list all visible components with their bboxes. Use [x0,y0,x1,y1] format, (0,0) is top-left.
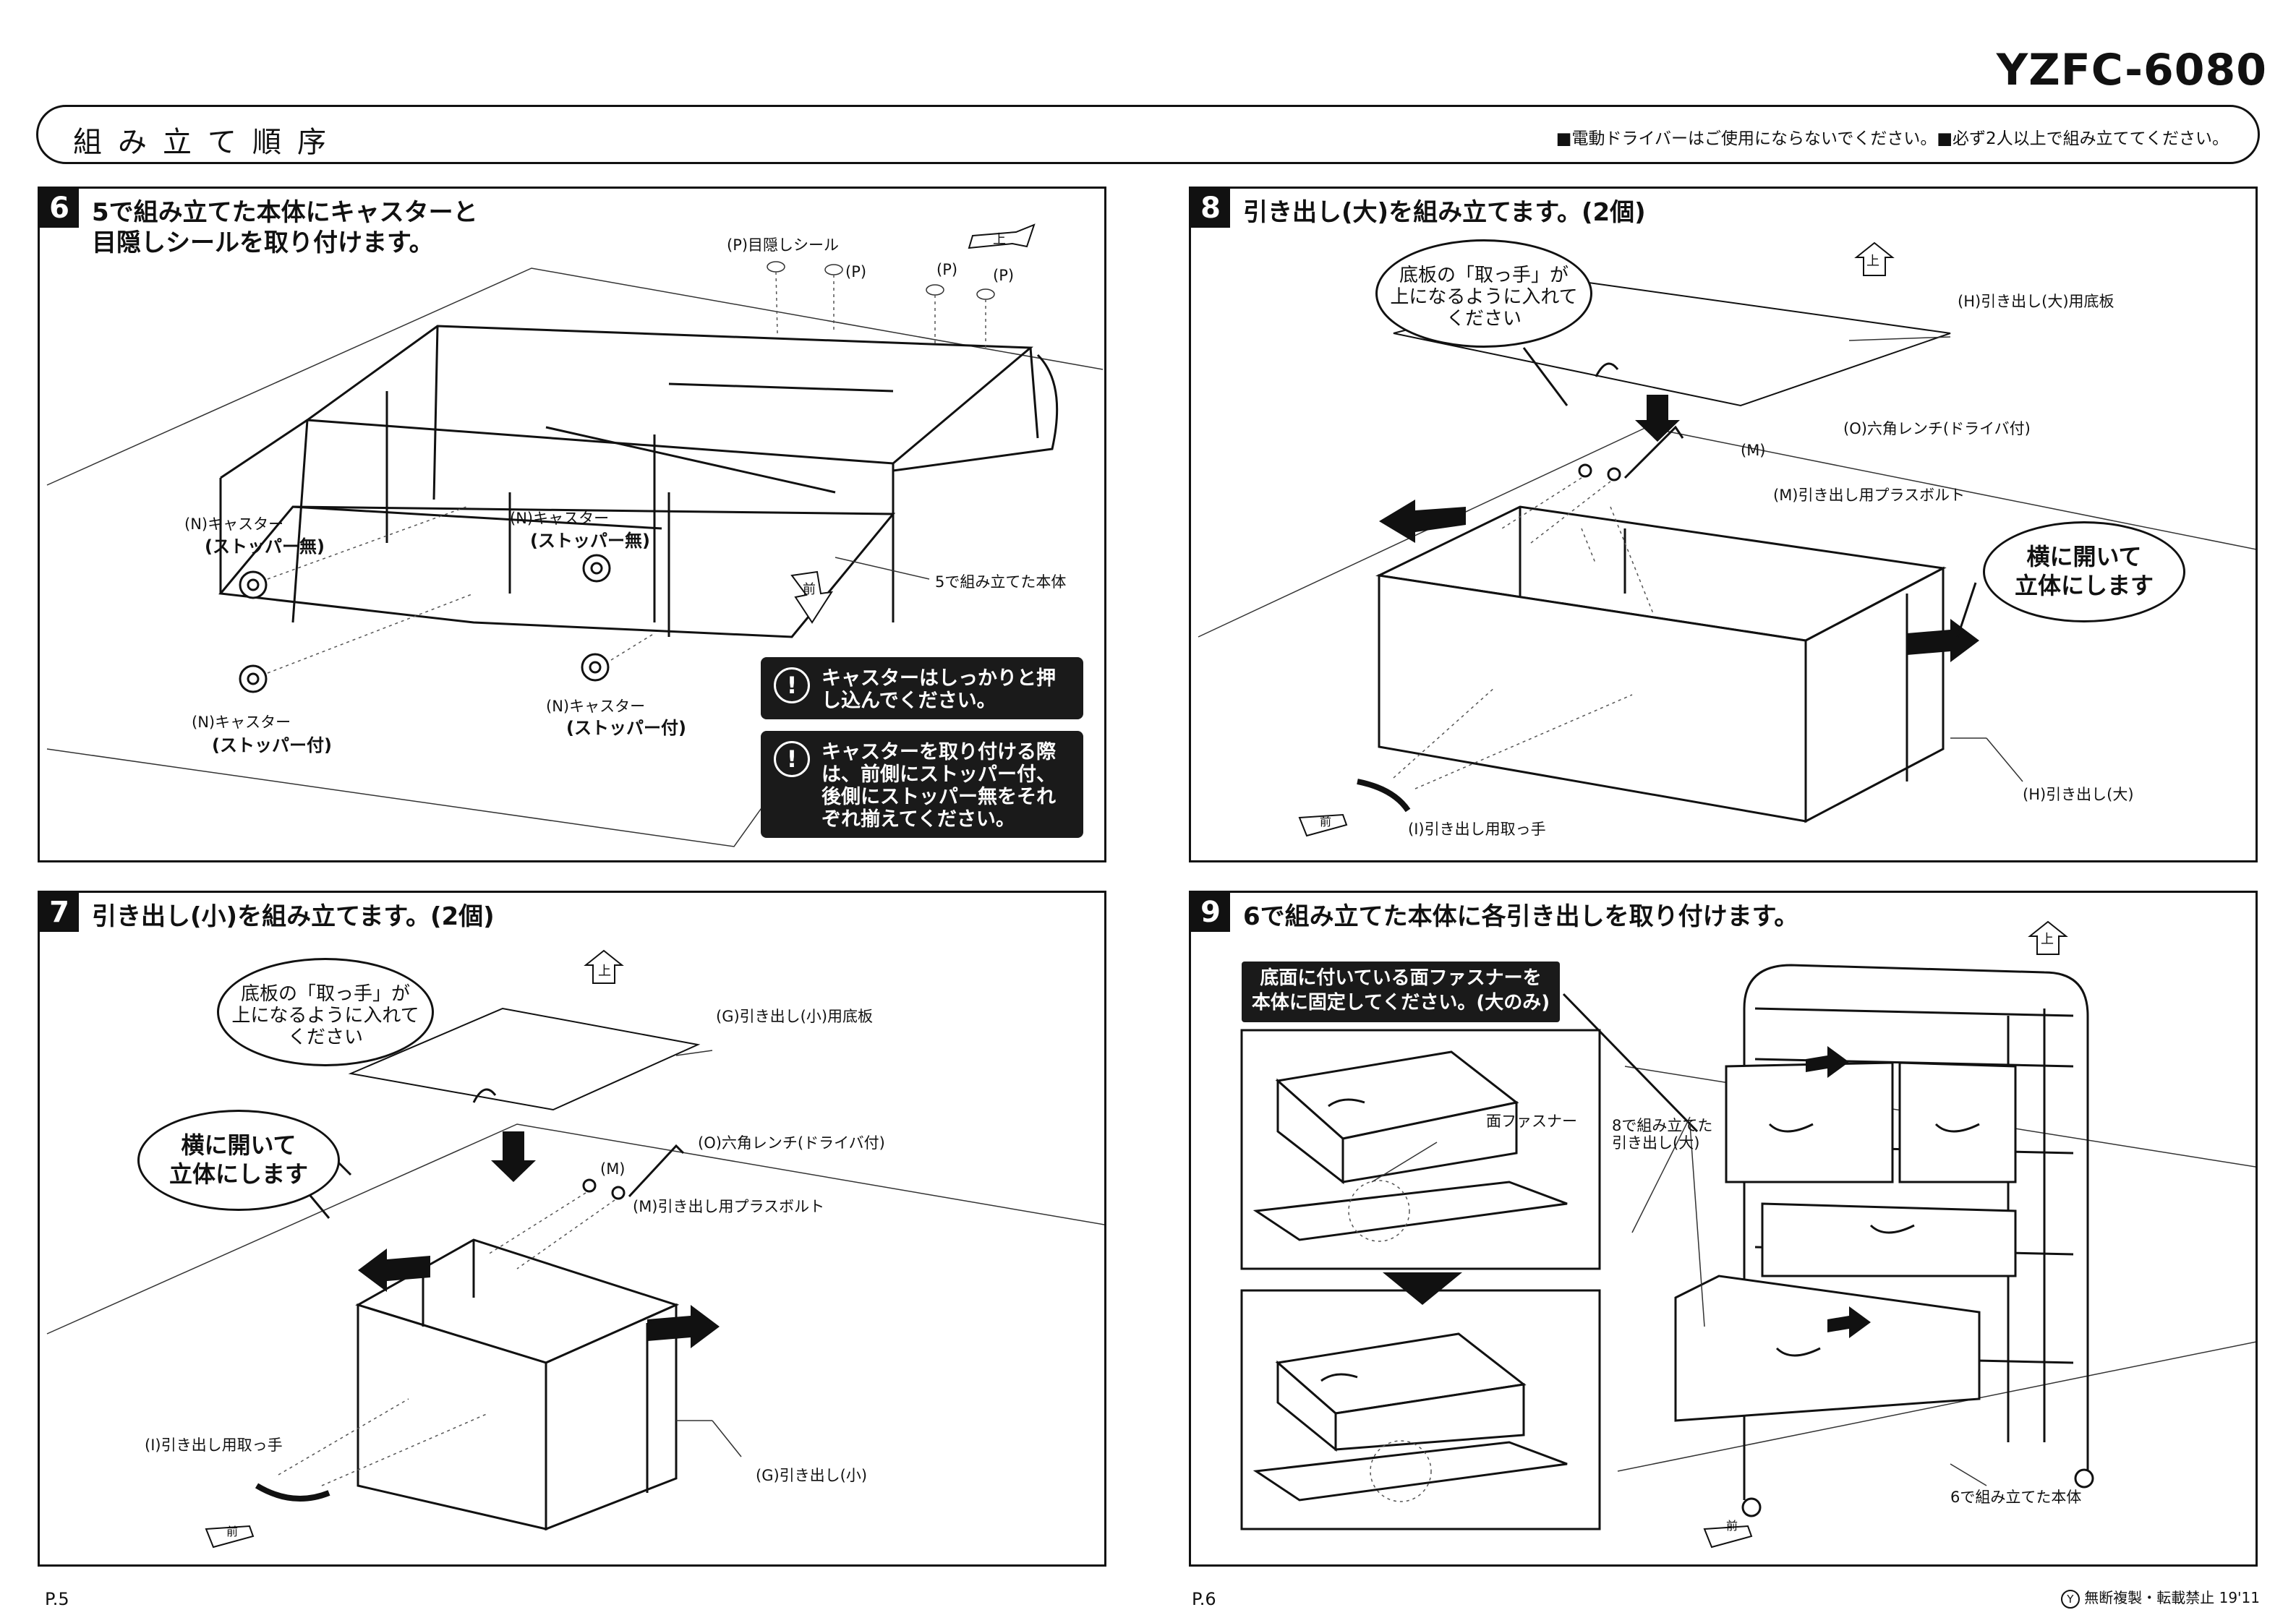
step-number: 7 [40,893,79,932]
step-title: 5で組み立てた本体にキャスターと 目隠しシールを取り付けます。 [92,197,478,258]
label-bolt: (M)引き出し用プラスボルト [633,1198,825,1215]
step-8-panel: 8 引き出し(大)を組み立てます。(2個) [1189,187,2258,862]
label-line: 8で組み立てた [1612,1117,1713,1134]
bubble-line: ください [1446,308,1522,330]
label-bottom-board: (H)引き出し(大)用底板 [1958,293,2114,310]
warning-stopper-placement: ! キャスターを取り付ける際は、前側にストッパー付、後側にストッパー無をそれぞれ… [761,731,1083,838]
label-frame-body: 6で組み立てた本体 [1950,1489,2082,1506]
warning-icon: ! [774,741,810,777]
small-drawer-illustration [46,949,1104,1549]
handle-orientation-bubble: 底板の「取っ手」が 上になるように入れて ください [217,958,434,1066]
label-caster-n: (N)キャスター [546,698,646,715]
label-wrench: (O)六角レンチ(ドライバ付) [1843,420,2031,437]
label-front: 前 [1320,815,1332,828]
step-7-panel: 7 引き出し(小)を組み立てます。(2個) 底板の「取っ [38,891,1106,1567]
bubble-line: 横に開いて [2026,543,2142,570]
label-m: (M) [1741,442,1766,459]
bubble-line: 上になるように入れて [1390,286,1578,308]
model-number: YZFC-6080 [1996,45,2267,95]
page-number-left: P.5 [45,1589,69,1609]
label-up: 上 [598,964,611,979]
frame-illustration [46,223,1104,847]
drawer-install-illustration [1240,920,2256,1549]
label-caster-n: (N)キャスター [192,714,291,731]
label-wrench: (O)六角レンチ(ドライバ付) [698,1134,885,1152]
label-caster-n: (N)キャスター [184,515,284,533]
label-with-stopper: (ストッパー付) [212,735,332,755]
note-line: 底面に付いている面ファスナーを [1260,967,1542,989]
label-handle: (I)引き出し用取っ手 [1408,821,1546,838]
step-title: 引き出し(大)を組み立てます。(2個) [1243,198,1646,227]
label-bolt: (M)引き出し用プラスボルト [1773,487,1966,504]
handle-orientation-bubble: 底板の「取っ手」が 上になるように入れて ください [1375,239,1592,348]
bubble-line: 立体にします [168,1160,308,1188]
step-title-line: 目隠しシールを取り付けます。 [92,228,434,257]
label-no-stopper: (ストッパー無) [205,536,325,557]
label-with-stopper: (ストッパー付) [566,718,686,738]
label-bottom-board: (G)引き出し(小)用底板 [716,1008,874,1025]
warning-icon: ! [774,667,810,703]
page-number-right: P.6 [1192,1589,1216,1609]
step-number: 8 [1191,189,1230,228]
unfold-bubble: 横に開いて 立体にします [137,1110,340,1211]
label-up: 上 [1866,254,1879,269]
label-fastener: 面ファスナー [1486,1113,1577,1130]
label-front: 前 [226,1525,239,1538]
label-no-stopper: (ストッパー無) [530,531,650,551]
step-9-panel: 9 6で組み立てた本体に各引き出しを取り付けます。 底面に付いている面ファスナー… [1189,891,2258,1567]
copyright-mark-icon: Y [2060,1590,2080,1609]
assembly-notes: ■電動ドライバーはご使用にならないでください。■必ず2人以上で組み立ててください… [1555,129,2229,148]
step-title: 6で組み立てた本体に各引き出しを取り付けます。 [1243,902,1799,931]
bubble-line: 立体にします [2014,572,2154,599]
label-front: 前 [803,582,816,597]
step-number: 9 [1191,893,1230,932]
step-number: 6 [40,189,79,228]
unfold-bubble: 横に開いて 立体にします [1983,521,2185,622]
bubble-line: 上になるように入れて [231,1005,419,1027]
fastener-note: 底面に付いている面ファスナーを 本体に固定してください。(大のみ) [1242,962,1560,1022]
note-line: 本体に固定してください。(大のみ) [1251,992,1550,1014]
label-drawer-small: (G)引き出し(小) [756,1467,868,1484]
label-up: 上 [2041,932,2054,947]
warning-text: キャスターを取り付ける際は、前側にストッパー付、後側にストッパー無をそれぞれ揃え… [821,741,1056,831]
label-p: (P) [845,263,867,281]
label-handle: (I)引き出し用取っ手 [145,1436,283,1454]
label-frame-body: 5で組み立てた本体 [935,573,1067,591]
warning-text: キャスターはしっかりと押し込んでください。 [821,667,1056,712]
step-title-line: 5で組み立てた本体にキャスターと [92,198,478,227]
label-up: 上 [993,232,1006,247]
label-p: (P) [936,261,958,278]
label-drawer-large: (H)引き出し(大) [2023,786,2134,803]
step-6-panel: 6 5で組み立てた本体にキャスターと 目隠しシールを取り付けます。 [38,187,1106,862]
copyright-text: 無断複製・転載禁止 19'11 [2084,1589,2260,1606]
label-large-drawer: 8で組み立てた 引き出し(大) [1612,1117,1712,1152]
bubble-line: ください [287,1027,363,1048]
warning-push-casters: ! キャスターはしっかりと押し込んでください。 [761,657,1083,719]
step-title: 引き出し(小)を組み立てます。(2個) [92,902,495,931]
section-title: 組み立て順序 [73,126,342,159]
bubble-line: 底板の「取っ手」が [240,983,410,1005]
label-p-seal: (P)目隠しシール [727,236,840,254]
bubble-line: 底板の「取っ手」が [1399,265,1569,286]
section-title-bar: 組み立て順序 ■電動ドライバーはご使用にならないでください。■必ず2人以上で組み… [36,105,2260,164]
label-p: (P) [993,267,1015,284]
copyright-notice: Y 無断複製・転載禁止 19'11 [2060,1586,2260,1609]
label-line: 引き出し(大) [1612,1134,1700,1152]
label-m: (M) [600,1160,626,1178]
bubble-line: 横に開いて [181,1131,296,1159]
label-caster-n: (N)キャスター [510,510,610,527]
label-front: 前 [1726,1519,1738,1533]
